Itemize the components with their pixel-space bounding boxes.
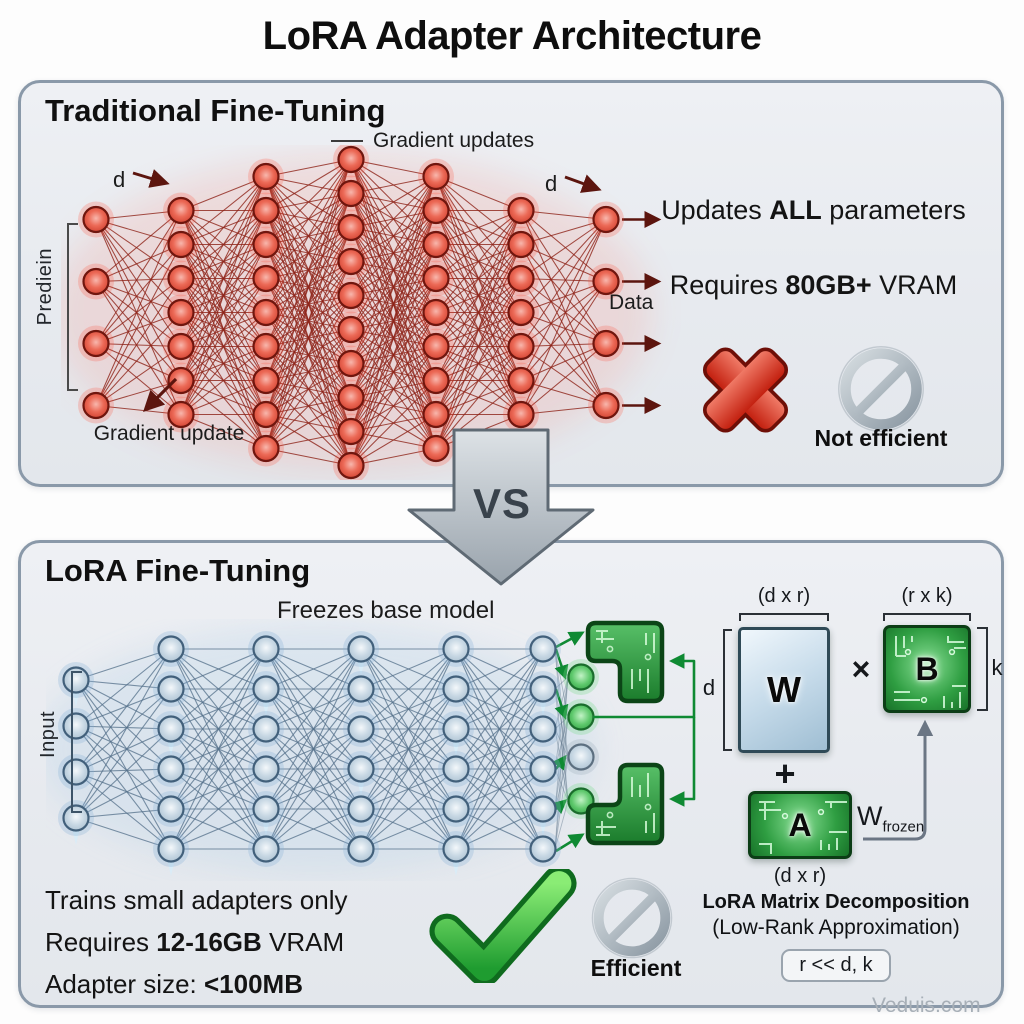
lora-adapters	[585, 620, 696, 846]
adapter-chip-top	[585, 620, 665, 704]
w-dims-label: (d x r)	[757, 585, 811, 607]
w-frozen-label: Wfrozen	[857, 801, 925, 836]
traditional-info: Updates ALL parameters Requires 80GB+ VR…	[616, 195, 1011, 301]
prediction-bracket	[67, 223, 78, 391]
rank-note-box: r << d, k	[781, 949, 891, 982]
w-dims-bracket	[739, 613, 829, 621]
gradient-update-arrow-icon	[143, 377, 178, 412]
traditional-heading: Traditional Fine-Tuning	[45, 93, 386, 128]
data-label: Data	[609, 291, 654, 314]
watermark: Veduis.com	[872, 994, 981, 1017]
down-arrow-icon	[407, 428, 595, 586]
lora-panel: LoRA Fine-Tuning Freezes base model	[18, 540, 1004, 1008]
page-title: LoRA Adapter Architecture	[262, 14, 762, 58]
decomposition-title: LoRA Matrix Decomposition	[702, 891, 970, 913]
input-bracket	[71, 671, 82, 813]
prohibition-icon	[591, 877, 673, 959]
a-dims-label: (d x r)	[773, 865, 827, 887]
decomposition-subtitle: (Low-Rank Approximation)	[712, 916, 960, 939]
traditional-panel: Traditional Fine-Tuning Gradient updates…	[18, 80, 1004, 487]
not-efficient-label: Not efficient	[814, 425, 948, 451]
requires-vram-line: Requires 12-16GB VRAM	[45, 927, 345, 957]
b-dims-bracket	[883, 613, 971, 621]
adapter-loop-bottom	[668, 717, 696, 807]
prediction-label: Prediein	[34, 248, 56, 326]
leader-line	[331, 140, 363, 143]
a-matrix: A	[748, 791, 852, 859]
circuit-traces	[894, 636, 966, 708]
gradient-update-label: Gradient update	[93, 422, 245, 445]
d-dim-label: d	[702, 675, 716, 700]
lora-network	[46, 620, 696, 876]
d-bracket	[723, 629, 732, 751]
d-dimension-right: d	[545, 171, 608, 197]
k-dim-label: k	[991, 655, 1003, 680]
adapter-chip-bottom	[585, 762, 665, 846]
d-dimension-left: d	[113, 167, 176, 193]
requires-vram-line: Requires 80GB+ VRAM	[669, 270, 958, 300]
freezes-base-model-label: Freezes base model	[277, 597, 495, 624]
green-check-icon	[429, 869, 577, 983]
trains-adapters-line: Trains small adapters only	[45, 885, 348, 915]
k-bracket	[977, 627, 988, 711]
gradient-updates-label: Gradient updates	[331, 129, 534, 153]
b-dims-label: (r x k)	[901, 585, 953, 607]
lora-heading: LoRA Fine-Tuning	[45, 553, 311, 588]
decomposition-caption: LoRA Matrix Decomposition (Low-Rank Appr…	[661, 891, 1011, 982]
plus-operator: +	[774, 753, 796, 794]
adapter-loop-top	[593, 653, 696, 719]
input-label: Input	[37, 711, 59, 758]
multiply-operator: ×	[851, 651, 871, 687]
vs-arrow: VS	[407, 428, 597, 588]
adapter-size-line: Adapter size: <100MB	[45, 969, 303, 999]
updates-all-parameters-line: Updates ALL parameters	[661, 195, 966, 225]
w-matrix: W	[738, 627, 830, 753]
red-x-icon	[702, 347, 789, 433]
b-matrix: B	[883, 625, 971, 713]
prohibition-icon	[838, 346, 924, 432]
circuit-traces	[759, 801, 847, 854]
vs-label: VS	[472, 480, 532, 527]
traditional-network	[61, 145, 662, 480]
arrow-icon	[564, 174, 602, 193]
arrow-icon	[132, 169, 170, 188]
lora-stats: Trains small adapters only Requires 12-1…	[45, 879, 348, 1005]
efficient-label: Efficient	[590, 955, 682, 981]
